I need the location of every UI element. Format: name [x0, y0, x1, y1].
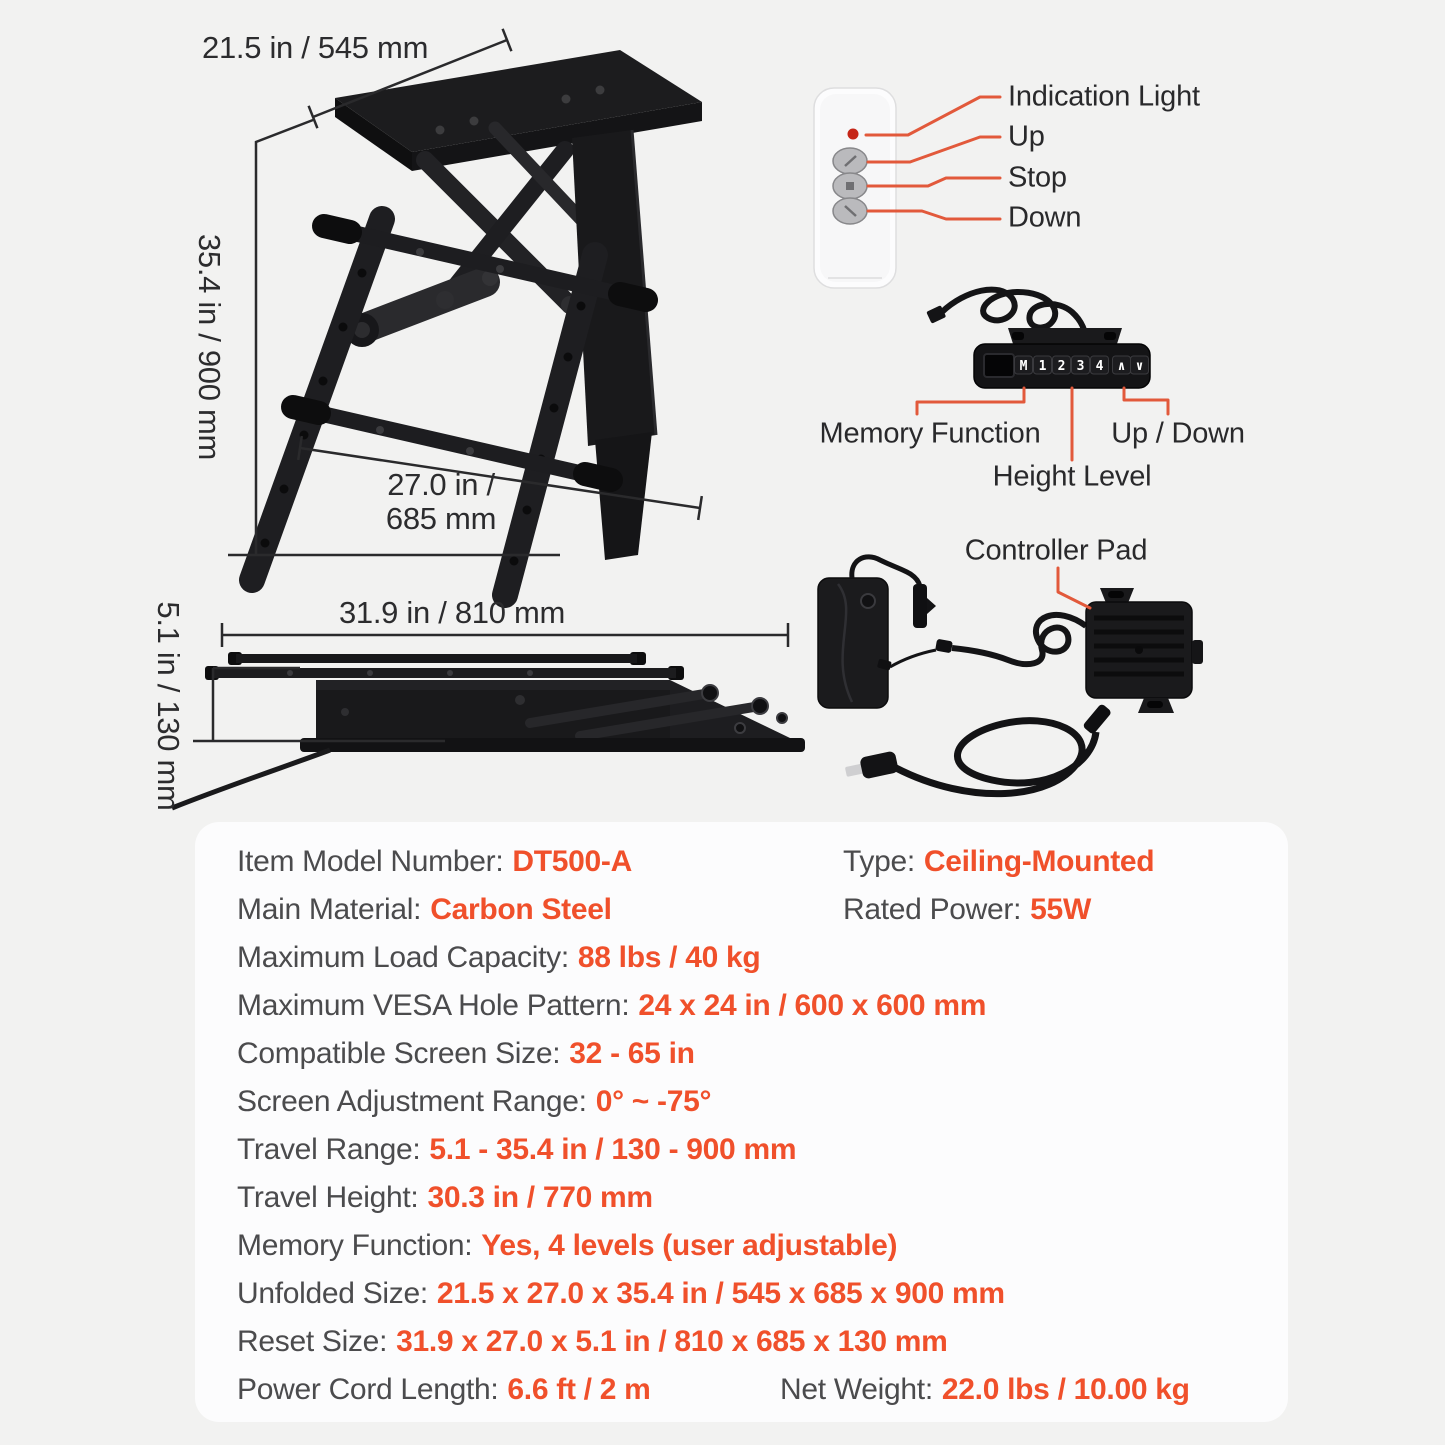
power-cord-illustration [845, 704, 1111, 798]
callout-down: Down [1008, 201, 1082, 234]
spec-label: Compatible Screen Size: [237, 1037, 561, 1070]
bracket-width-line1: 27.0 in / [387, 467, 495, 502]
remote-stop-button-icon [832, 172, 868, 200]
keypad-up-button-icon: ∧ [1118, 359, 1126, 374]
spec-row-travel-height: Travel Height:30.3 in / 770 mm [237, 1174, 1288, 1222]
spec-value: Ceiling-Mounted [923, 845, 1155, 878]
folded-height-dimension-label: 5.1 in / 130 mm [151, 601, 186, 811]
spec-value: Yes, 4 levels (user adjustable) [481, 1229, 898, 1262]
spec-value: 22.0 lbs / 10.00 kg [941, 1373, 1190, 1406]
spec-label: Net Weight: [780, 1373, 933, 1406]
keypad-buttons: M 1 2 3 4 ∧ ∨ [1014, 355, 1149, 375]
spec-value: 30.3 in / 770 mm [427, 1181, 653, 1214]
spec-label: Reset Size: [237, 1325, 388, 1358]
spec-label: Memory Function: [237, 1229, 473, 1262]
spec-label: Item Model Number: [237, 845, 504, 878]
spec-label: Travel Height: [237, 1181, 419, 1214]
spec-value: 24 x 24 in / 600 x 600 mm [638, 989, 987, 1022]
keypad-down-button-icon: ∨ [1136, 359, 1144, 374]
keypad-level2-button-icon: 2 [1058, 359, 1066, 374]
spec-row-adjustment-range: Screen Adjustment Range:0° ~ -75° [237, 1078, 1288, 1126]
spec-row-screen-size: Compatible Screen Size:32 - 65 in [237, 1030, 1288, 1078]
spec-label: Type: [843, 845, 915, 878]
remote-up-button-icon [832, 147, 868, 175]
remote-down-button-icon [832, 197, 868, 225]
keypad-illustration: M 1 2 3 4 ∧ ∨ [926, 286, 1151, 389]
dimension-lines [193, 28, 790, 743]
spec-value: DT500-A [512, 845, 632, 878]
spec-value: 31.9 x 27.0 x 5.1 in / 810 x 685 x 130 m… [396, 1325, 948, 1358]
bracket-width-line2: 685 mm [385, 501, 497, 536]
spec-label: Power Cord Length: [237, 1373, 499, 1406]
callout-stop: Stop [1008, 161, 1067, 194]
callout-controller-pad: Controller Pad [964, 534, 1148, 567]
spec-row-reset-size: Reset Size:31.9 x 27.0 x 5.1 in / 810 x … [237, 1318, 1288, 1366]
power-adapter-illustration [817, 554, 936, 709]
unfolded-width-dimension-label: 21.5 in / 545 mm [202, 30, 429, 65]
callout-memory-function: Memory Function [819, 417, 1041, 450]
spec-row-model: Item Model Number:DT500-A Type:Ceiling-M… [237, 838, 1288, 886]
callout-height-level: Height Level [992, 460, 1152, 493]
keypad-level1-button-icon: 1 [1039, 359, 1047, 374]
folded-mount-illustration [171, 652, 805, 811]
spec-value: Carbon Steel [430, 893, 612, 926]
keypad-memory-button-icon: M [1020, 359, 1028, 374]
spec-value: 6.6 ft / 2 m [507, 1373, 651, 1406]
spec-label: Unfolded Size: [237, 1277, 428, 1310]
spec-label: Main Material: [237, 893, 422, 926]
controller-pad-illustration [877, 588, 1203, 713]
keypad-level3-button-icon: 3 [1077, 359, 1085, 374]
unfolded-height-dimension-label: 35.4 in / 900 mm [192, 233, 227, 461]
unfolded-bracket-width-dimension-label: 27.0 in / 685 mm [386, 468, 496, 536]
folded-length-dimension-label: 31.9 in / 810 mm [338, 595, 566, 630]
spec-row-load-capacity: Maximum Load Capacity:88 lbs / 40 kg [237, 934, 1288, 982]
spec-row-unfolded-size: Unfolded Size:21.5 x 27.0 x 35.4 in / 54… [237, 1270, 1288, 1318]
indication-light-icon [847, 128, 859, 140]
spec-label: Travel Range: [237, 1133, 421, 1166]
specifications-panel: Item Model Number:DT500-A Type:Ceiling-M… [195, 822, 1288, 1422]
spec-value: 5.1 - 35.4 in / 130 - 900 mm [429, 1133, 797, 1166]
spec-value: 0° ~ -75° [595, 1085, 712, 1118]
spec-value: 32 - 65 in [569, 1037, 695, 1070]
callout-up: Up [1008, 120, 1045, 153]
spec-value: 21.5 x 27.0 x 35.4 in / 545 x 685 x 900 … [436, 1277, 1005, 1310]
spec-label: Maximum Load Capacity: [237, 941, 569, 974]
spec-row-travel-range: Travel Range:5.1 - 35.4 in / 130 - 900 m… [237, 1126, 1288, 1174]
spec-row-power-cord: Power Cord Length:6.6 ft / 2 m Net Weigh… [237, 1366, 1288, 1414]
spec-value: 55W [1030, 893, 1091, 926]
spec-label: Screen Adjustment Range: [237, 1085, 587, 1118]
unfolded-mount-illustration [239, 50, 702, 608]
spec-label: Rated Power: [843, 893, 1022, 926]
remote-illustration [813, 87, 897, 289]
callout-up-down: Up / Down [1111, 417, 1245, 450]
spec-row-vesa: Maximum VESA Hole Pattern:24 x 24 in / 6… [237, 982, 1288, 1030]
keypad-level4-button-icon: 4 [1096, 359, 1104, 374]
spec-value: 88 lbs / 40 kg [577, 941, 761, 974]
spec-row-material: Main Material:Carbon Steel Rated Power:5… [237, 886, 1288, 934]
callout-leader-lines [864, 95, 1170, 610]
spec-label: Maximum VESA Hole Pattern: [237, 989, 630, 1022]
spec-row-memory-function: Memory Function:Yes, 4 levels (user adju… [237, 1222, 1288, 1270]
callout-indication-light: Indication Light [1008, 80, 1200, 113]
